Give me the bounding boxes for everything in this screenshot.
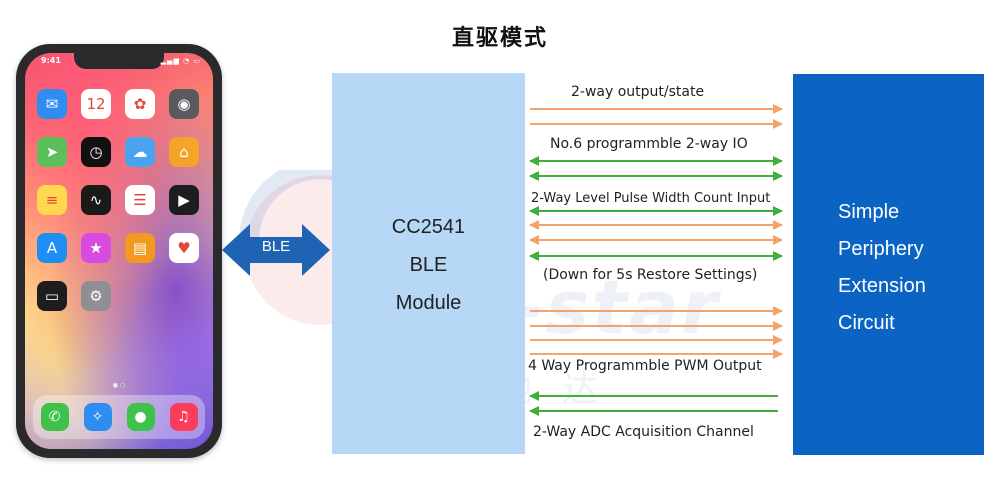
wallet-icon: ▭: [37, 281, 67, 311]
module-label: CC2541 BLE Module: [332, 208, 525, 322]
stocks-icon: ∿: [81, 185, 111, 215]
module-line-1: CC2541: [391, 216, 466, 238]
maps-icon: ➤: [37, 137, 67, 167]
video-icon: ▶: [169, 185, 199, 215]
diagram-title: 直驱模式: [451, 26, 548, 51]
peripheral-box: [793, 74, 984, 455]
calendar-icon: 12: [81, 89, 111, 119]
clock-icon: ◷: [81, 137, 111, 167]
itunes-icon: ★: [81, 233, 111, 263]
module-box: [332, 73, 525, 454]
ble-label: BLE: [261, 238, 291, 255]
peripheral-line-3: Extension: [838, 275, 926, 297]
status-icons: ▂▄▆ ◔ ▭: [160, 57, 201, 65]
appstore-icon: A: [37, 233, 67, 263]
notes-icon: ≡: [37, 185, 67, 215]
reminders-icon: ☰: [125, 185, 155, 215]
safari-icon: ✧: [83, 403, 112, 431]
music-icon: ♫: [169, 403, 198, 431]
peripheral-line-1: Simple: [838, 201, 900, 223]
settings-icon: ⚙: [81, 281, 111, 311]
module-line-2: BLE: [409, 254, 448, 276]
label-output-state: 2-way output/state: [571, 84, 705, 100]
status-time: 9:41: [41, 56, 61, 65]
books-icon: ▤: [125, 233, 155, 263]
health-icon: ♥: [169, 233, 199, 263]
label-pulse-width: 2-Way Level Pulse Width Count Input: [531, 191, 771, 206]
label-programmable-io: No.6 programmble 2-way IO: [550, 136, 748, 152]
ble-double-arrow: [222, 224, 330, 276]
app-grid: ✉ 12 ✿ ◉ ➤ ◷ ☁ ⌂ ≡ ∿ ☰ ▶ A ★ ▤ ♥ ▭ ⚙: [37, 89, 201, 311]
dock: ✆ ✧ ● ♫: [33, 395, 205, 439]
peripheral-line-2: Periphery: [838, 238, 924, 260]
messages-icon: ●: [126, 403, 155, 431]
weather-icon: ☁: [125, 137, 155, 167]
phone-notch: [74, 53, 164, 69]
photos-icon: ✿: [125, 89, 155, 119]
phone-icon: ✆: [40, 403, 69, 431]
label-pwm: 4 Way Programmble PWM Output: [528, 358, 762, 374]
phone-screen: 9:41 ▂▄▆ ◔ ▭ ✉ 12 ✿ ◉ ➤ ◷ ☁ ⌂ ≡ ∿ ☰ ▶ A ★ ▤ ♥ ▭ ⚙ ● ○ ✆ ✧ ●…: [25, 53, 213, 449]
page-dots: ● ○: [112, 382, 126, 389]
label-restore: (Down for 5s Restore Settings): [543, 267, 758, 283]
smartphone: 9:41 ▂▄▆ ◔ ▭ ✉ 12 ✿ ◉ ➤ ◷ ☁ ⌂ ≡ ∿ ☰ ▶ A ★ ▤ ♥ ▭ ⚙ ● ○ ✆ ✧ ●…: [16, 44, 222, 458]
mail-icon: ✉: [37, 89, 67, 119]
label-adc: 2-Way ADC Acquisition Channel: [533, 424, 754, 440]
peripheral-line-4: Circuit: [838, 312, 895, 334]
module-line-3: Module: [395, 292, 462, 314]
peripheral-label: Simple Periphery Extension Circuit: [838, 194, 988, 342]
camera-icon: ◉: [169, 89, 199, 119]
home-icon: ⌂: [169, 137, 199, 167]
